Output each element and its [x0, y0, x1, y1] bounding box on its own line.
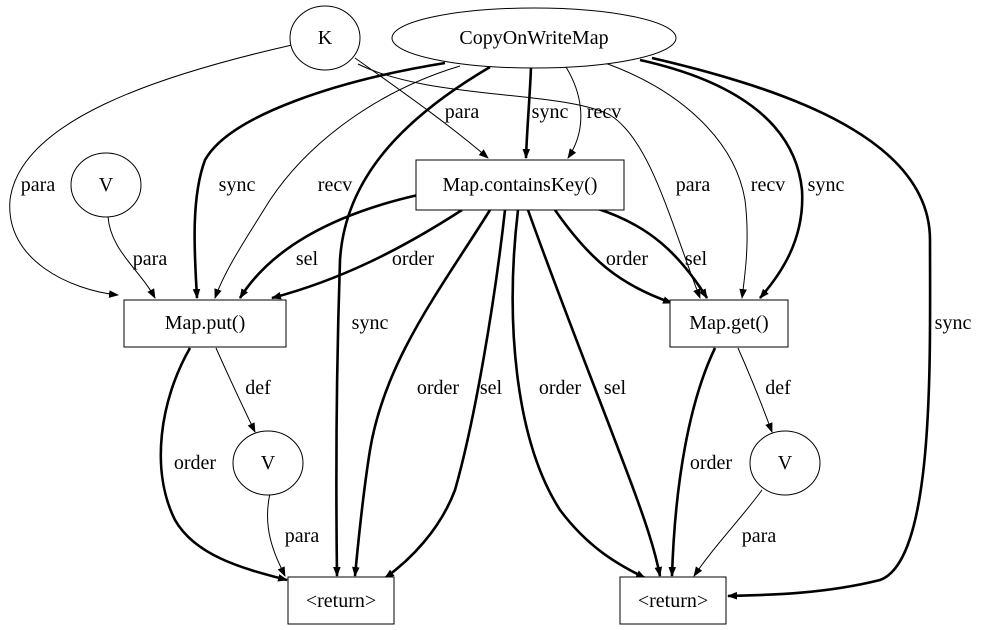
edge-label-get-returnright-order: order [690, 452, 733, 474]
node-v-put-shape [232, 430, 304, 496]
edge-label-cow-returnright-sync: sync [935, 312, 972, 334]
node-v-top[interactable]: V [70, 152, 142, 218]
edge-cow-get-recv: recv [604, 62, 785, 299]
node-v-put[interactable]: V [232, 430, 304, 496]
node-v-get-shape [749, 430, 821, 496]
edge-label-contains-returnright-sel: sel [604, 377, 627, 399]
edge-cow-returnleft-sync: sync [333, 65, 491, 577]
node-map-containskey-shape [415, 159, 625, 211]
node-v-get[interactable]: V [749, 430, 821, 496]
node-map-put-label: Map.put() [165, 312, 246, 334]
edge-label-cow-contains-recv: recv [587, 101, 621, 123]
edge-label-cow-put-sync: sync [219, 174, 256, 196]
node-map-get[interactable]: Map.get() [669, 299, 789, 348]
edge-cow-put-sync: sync [192, 61, 446, 299]
edge-vput-returnleft-para: para [267, 492, 320, 577]
edge-cow-returnright-sync: sync [651, 56, 972, 600]
edge-cow-get-sync: sync [639, 58, 845, 299]
edge-label-cow-put-recv: recv [318, 174, 352, 196]
node-return-left-shape [287, 576, 395, 625]
edge-k-get: para [357, 63, 711, 299]
edge-label-vget-returnright-para: para [742, 525, 777, 547]
edge-contains-get-order: order [553, 209, 673, 305]
edge-cow-contains-recv: recv [565, 66, 621, 159]
edges-layer: para para para sync recv sync re [9, 44, 972, 600]
edge-label-get-vget-def: def [765, 377, 791, 399]
node-copyonwritemap[interactable]: CopyOnWriteMap [391, 7, 677, 69]
edge-label-contains-returnleft-sel: sel [480, 377, 503, 399]
edge-label-contains-get-order: order [606, 248, 649, 270]
node-map-put[interactable]: Map.put() [123, 299, 287, 348]
edge-label-k-put: para [21, 174, 56, 196]
edge-contains-get-sel: sel [594, 206, 709, 299]
node-map-containskey[interactable]: Map.containsKey() [415, 159, 625, 211]
edge-k-contains: para [354, 57, 489, 159]
nodes-layer: K CopyOnWriteMap V Map.containsKey() Map… [70, 5, 821, 625]
node-return-right-shape [619, 576, 727, 625]
edge-contains-returnright-order: order [511, 209, 646, 580]
edge-vget-returnright-para: para [693, 489, 777, 577]
node-map-get-shape [669, 299, 789, 348]
node-return-right[interactable]: <return> [619, 576, 727, 625]
node-return-right-label: <return> [638, 590, 708, 612]
edge-get-vget-def: def [737, 347, 791, 433]
edge-cow-contains-sync: sync [522, 66, 569, 159]
edge-label-cow-get-sync: sync [808, 174, 845, 196]
node-k-label: K [318, 27, 333, 49]
node-k-shape [289, 5, 361, 71]
node-copyonwritemap-shape [391, 7, 677, 69]
edge-label-cow-contains-sync: sync [532, 101, 569, 123]
edge-contains-returnleft-order: order [352, 209, 492, 577]
node-map-containskey-label: Map.containsKey() [443, 174, 598, 196]
edge-label-cow-returnleft-sync: sync [352, 312, 389, 334]
node-copyonwritemap-label: CopyOnWriteMap [459, 27, 608, 49]
edge-vtop-put: para [107, 215, 168, 299]
edge-label-contains-returnright-order: order [539, 377, 582, 399]
edge-put-vput-def: def [215, 347, 271, 433]
edge-label-put-returnleft-order: order [174, 452, 217, 474]
edge-get-returnright-order: order [668, 347, 733, 577]
edge-contains-put-sel: sel [238, 193, 419, 299]
edge-put-returnleft-order: order [159, 347, 288, 582]
edge-label-vtop-put: para [133, 248, 168, 270]
edge-label-contains-returnleft-order: order [417, 377, 460, 399]
edge-contains-returnright-sel: sel [526, 209, 663, 577]
node-v-get-label: V [778, 452, 793, 474]
edge-label-put-vput-def: def [245, 377, 271, 399]
node-map-get-label: Map.get() [689, 312, 768, 334]
edge-k-put: para [9, 44, 293, 298]
node-return-left-label: <return> [306, 590, 376, 612]
edge-contains-returnleft-sel: sel [384, 209, 507, 580]
edge-label-contains-get-sel: sel [685, 248, 708, 270]
edge-label-k-get: para [676, 174, 711, 196]
edge-cow-put-recv: recv [214, 65, 461, 299]
node-map-put-shape [123, 299, 287, 348]
edge-label-vput-returnleft-para: para [285, 525, 320, 547]
node-return-left[interactable]: <return> [287, 576, 395, 625]
edge-label-contains-put-sel: sel [296, 248, 319, 270]
edge-label-k-contains: para [445, 101, 480, 123]
node-k[interactable]: K [289, 5, 361, 71]
node-v-top-shape [70, 152, 142, 218]
edge-label-contains-put-order: order [392, 248, 435, 270]
edge-contains-put-order: order [271, 208, 463, 300]
edge-label-cow-get-recv: recv [751, 174, 785, 196]
node-v-top-label: V [99, 174, 114, 196]
node-v-put-label: V [261, 452, 276, 474]
